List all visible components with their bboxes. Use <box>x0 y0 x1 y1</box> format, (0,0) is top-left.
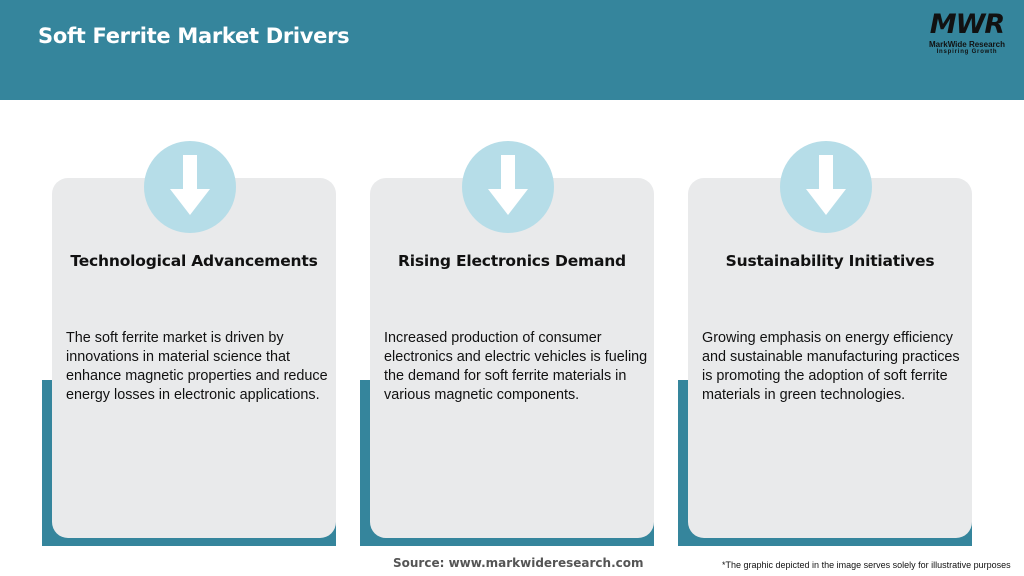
card-panel: Technological Advancements The soft ferr… <box>52 141 336 538</box>
card-description: The soft ferrite market is driven by inn… <box>66 330 328 403</box>
card-panel: Sustainability Initiatives Growing empha… <box>688 141 972 538</box>
driver-card-sustainability: Sustainability Initiatives Growing empha… <box>678 141 982 548</box>
header-banner: Soft Ferrite Market Drivers MWR MarkWide… <box>0 0 1024 100</box>
driver-card-technological: Technological Advancements The soft ferr… <box>42 141 346 548</box>
disclaimer-text: *The graphic depicted in the image serve… <box>722 560 1011 570</box>
driver-card-electronics: Rising Electronics Demand Increased prod… <box>360 141 664 548</box>
card-description: Growing emphasis on energy efficiency an… <box>702 330 960 403</box>
card-title: Sustainability Initiatives <box>725 252 935 270</box>
source-text: Source: www.markwideresearch.com <box>393 556 644 570</box>
arrow-down-icon <box>144 141 236 233</box>
arrow-down-icon <box>780 141 872 233</box>
card-title: Technological Advancements <box>70 252 318 270</box>
card-description: Increased production of consumer electro… <box>384 330 648 403</box>
page-title: Soft Ferrite Market Drivers <box>38 24 350 48</box>
card-title: Rising Electronics Demand <box>398 252 626 270</box>
brand-logo: MWR MarkWide Research Inspiring Growth <box>922 10 1012 58</box>
logo-tagline: Inspiring Growth <box>936 49 998 55</box>
logo-name: MarkWide Research <box>929 40 1005 49</box>
card-panel: Rising Electronics Demand Increased prod… <box>370 141 654 538</box>
logo-mark: MWR <box>929 9 1005 40</box>
arrow-down-icon <box>462 141 554 233</box>
